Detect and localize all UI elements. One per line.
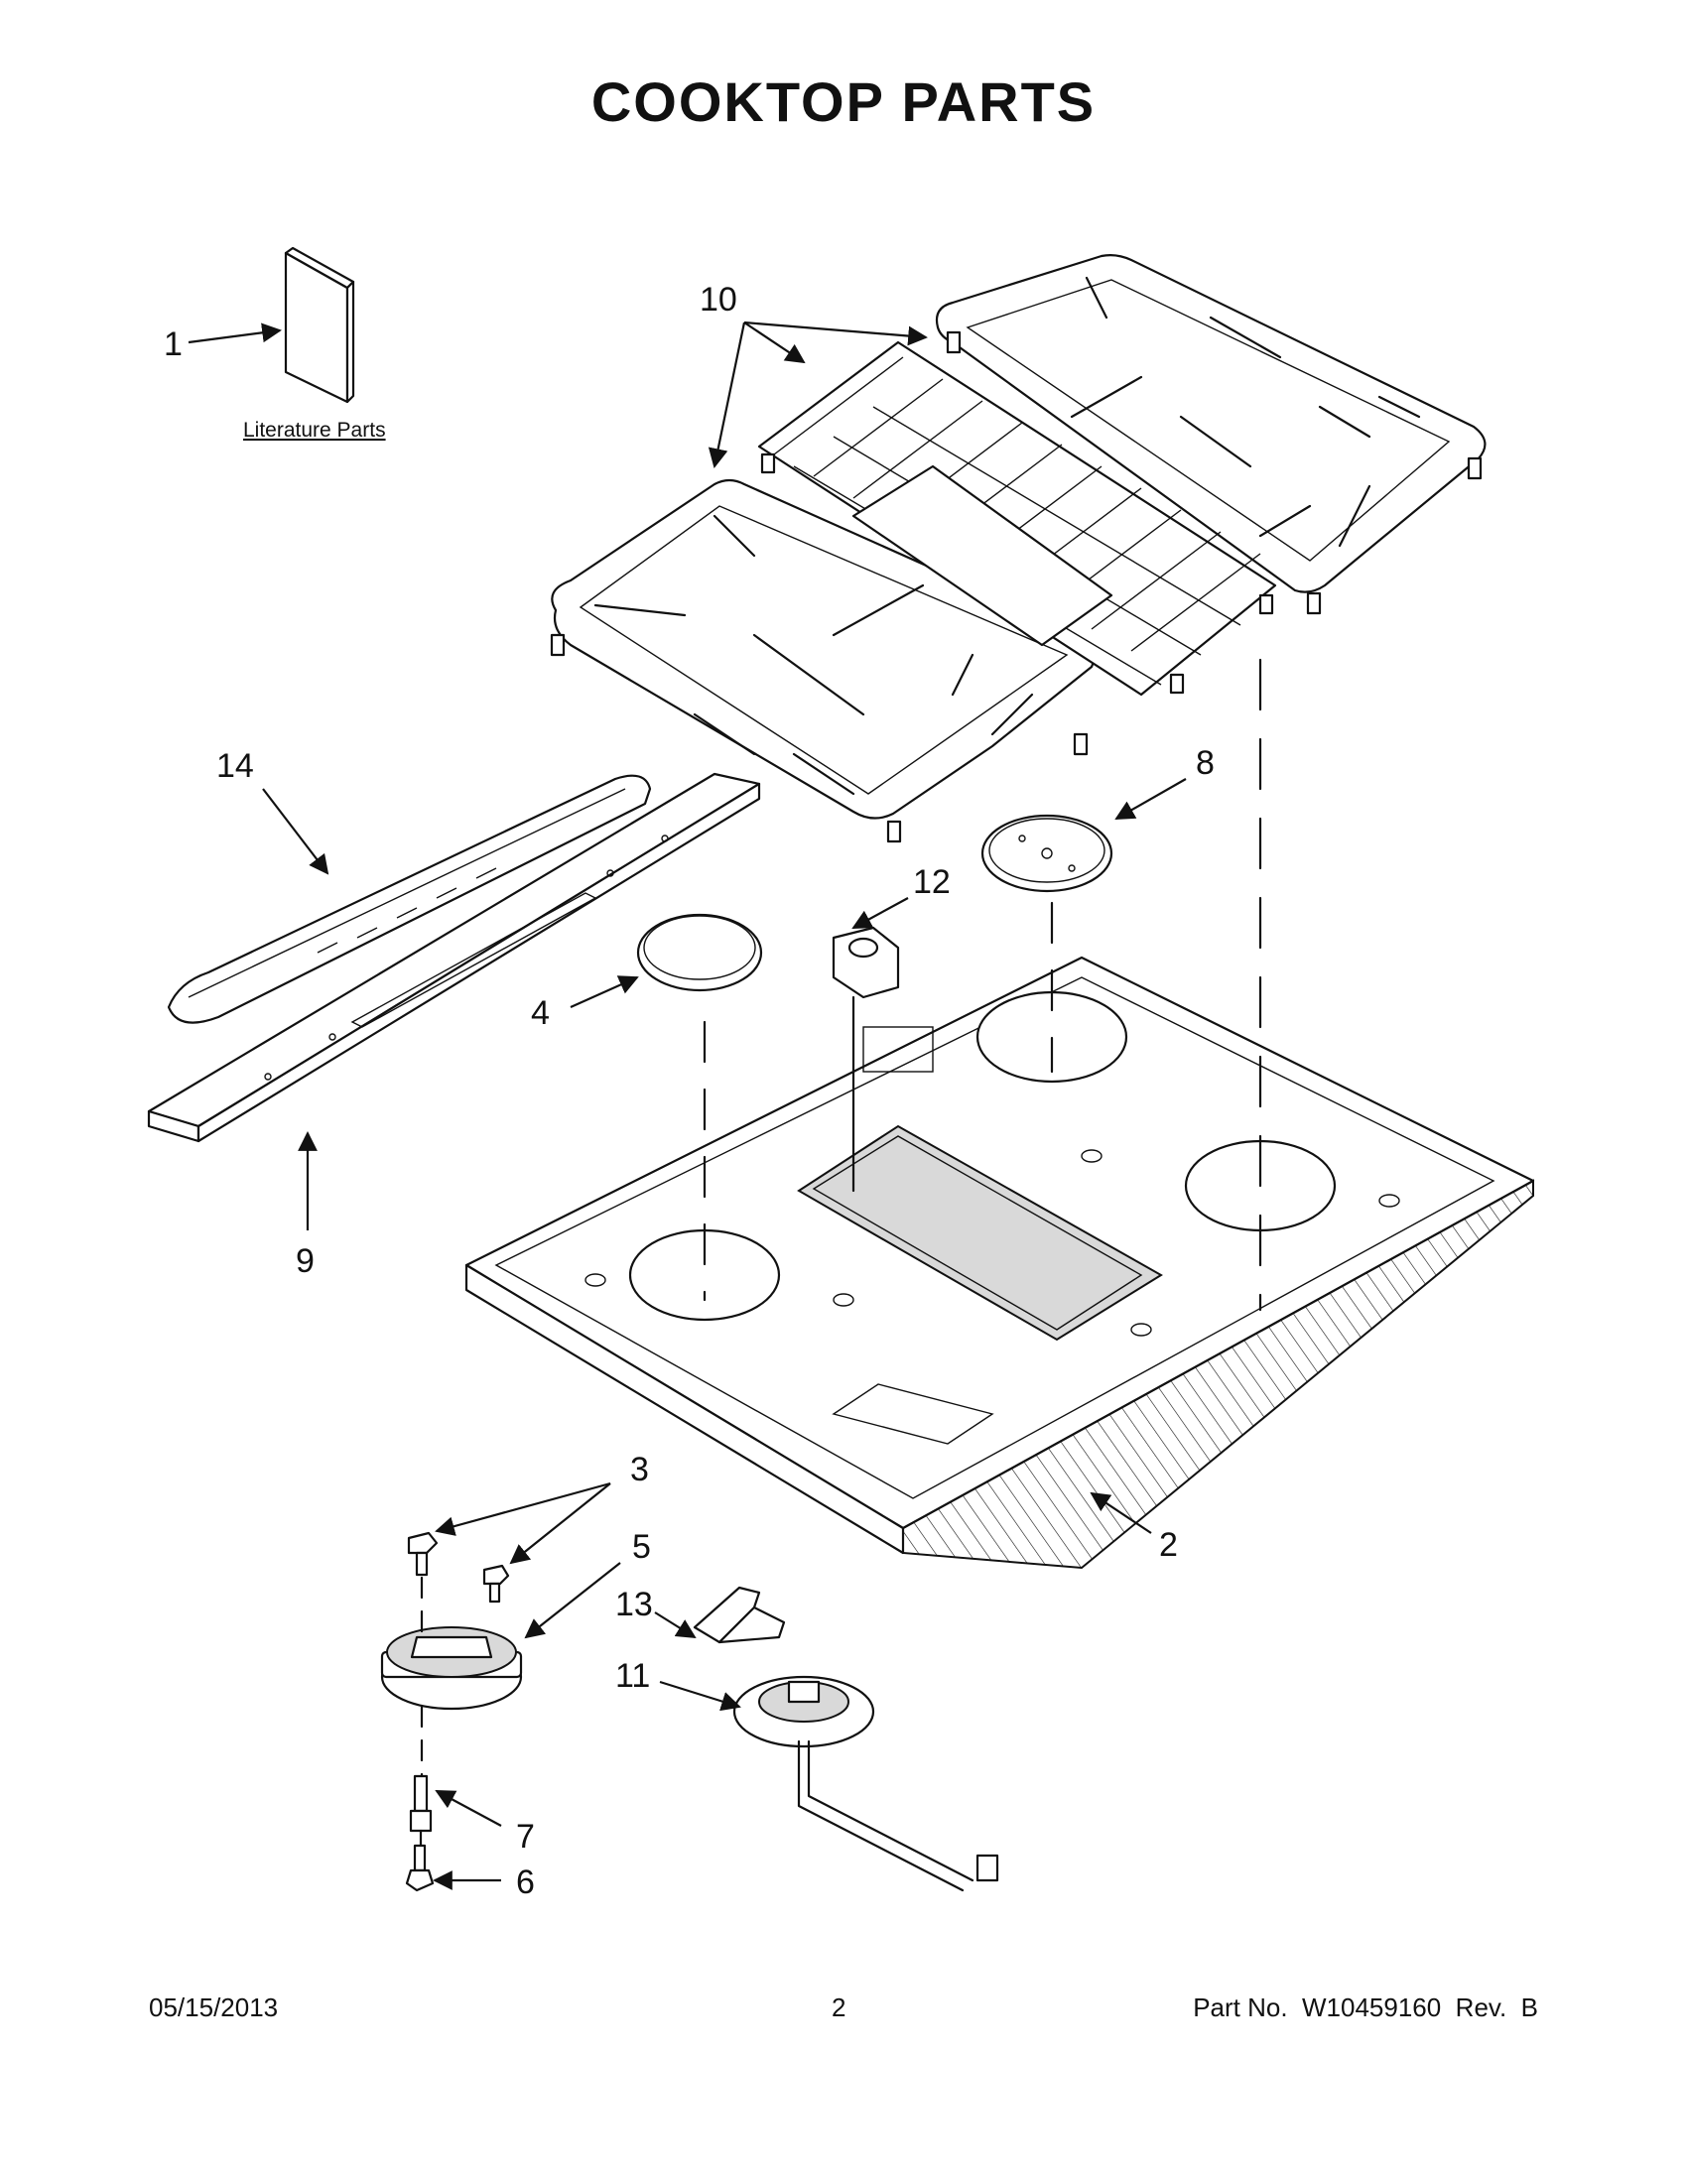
alignment-lines [420, 658, 1262, 1778]
callout-3: 3 [630, 1451, 649, 1488]
callout-6: 6 [516, 1863, 535, 1901]
burner-cap [980, 814, 1113, 893]
leader-arrows [188, 321, 1187, 1890]
control-panel-strip [147, 772, 761, 1143]
callout-2: 2 [1159, 1526, 1178, 1564]
callout-11: 11 [615, 1657, 650, 1695]
burner-base [380, 1626, 523, 1711]
griddle-grate [757, 340, 1277, 697]
page-title: COOKTOP PARTS [590, 70, 1097, 133]
callout-5: 5 [632, 1528, 651, 1566]
callout-9: 9 [296, 1242, 315, 1280]
burner-ring [636, 913, 763, 992]
callout-13: 13 [615, 1586, 653, 1623]
footer-date: 05/15/2013 [149, 1992, 279, 2022]
footer-page-number: 2 [832, 1992, 846, 2022]
literature-parts-label: Literature Parts [243, 419, 386, 442]
cooktop-body [464, 956, 1535, 1570]
callout-10: 10 [700, 281, 737, 319]
front-trim [167, 774, 652, 1024]
callout-8: 8 [1196, 744, 1215, 782]
screws [407, 1531, 510, 1604]
burner-tube-assembly [732, 1675, 999, 1892]
footer-part-number: Part No. W10459160 Rev. B [1193, 1992, 1538, 2022]
callout-12: 12 [913, 863, 951, 901]
right-grate [935, 254, 1487, 615]
igniter-bracket [832, 926, 900, 999]
callout-1: 1 [164, 325, 183, 363]
callout-14: 14 [216, 747, 254, 785]
callout-4: 4 [531, 994, 550, 1032]
left-grate [550, 478, 1097, 843]
callout-7: 7 [516, 1818, 535, 1856]
mounting-bracket [693, 1586, 786, 1644]
literature-book [284, 246, 355, 404]
igniter-assembly [405, 1774, 435, 1892]
